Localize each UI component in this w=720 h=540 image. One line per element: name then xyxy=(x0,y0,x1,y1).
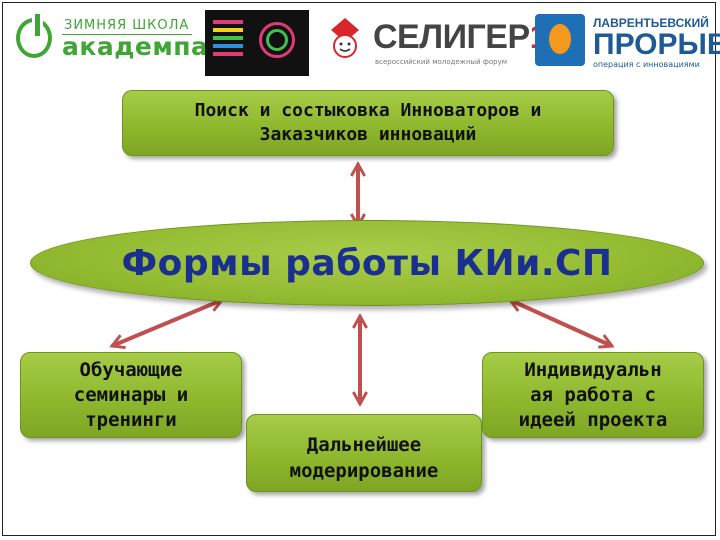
center-title: Формы работы КИи.СП xyxy=(121,242,613,284)
right-box-individual-work: Индивидуальн ая работа с идеей проекта xyxy=(482,352,704,438)
left-box-seminars: Обучающие семинары и тренинги xyxy=(20,352,242,438)
proryv-logo: ЛАВРЕНТЬЕВСКИЙ ПРОРЫВ операция с инновац… xyxy=(535,14,720,72)
arrow-center-left xyxy=(112,300,222,346)
proryv-line2: ПРОРЫВ xyxy=(593,28,720,61)
power-icon xyxy=(16,14,52,58)
logo-strip: ЗИМНЯЯ ШКОЛА академпарк СЕЛИГЕР12 всерос… xyxy=(0,0,720,80)
arrow-center-right xyxy=(510,300,612,346)
top-box-innovators: Поиск и состыковка Инноваторов и Заказчи… xyxy=(122,90,614,156)
proryv-line1: ЛАВРЕНТЬЕВСКИЙ xyxy=(593,16,709,30)
runner-icon xyxy=(535,14,585,66)
middle-box-moderation: Дальнейшее модерирование xyxy=(246,414,482,492)
seliger-tagline: всероссийский молодежный форум xyxy=(375,58,507,66)
seliger-emblem-icon xyxy=(331,18,359,58)
event-badge-logo xyxy=(205,10,309,76)
proryv-tagline: операция с инновациями xyxy=(593,60,700,69)
akadempark-line1: ЗИМНЯЯ ШКОЛА xyxy=(64,18,190,33)
target-icon xyxy=(259,22,295,58)
center-ellipse: Формы работы КИи.СП xyxy=(30,220,704,306)
